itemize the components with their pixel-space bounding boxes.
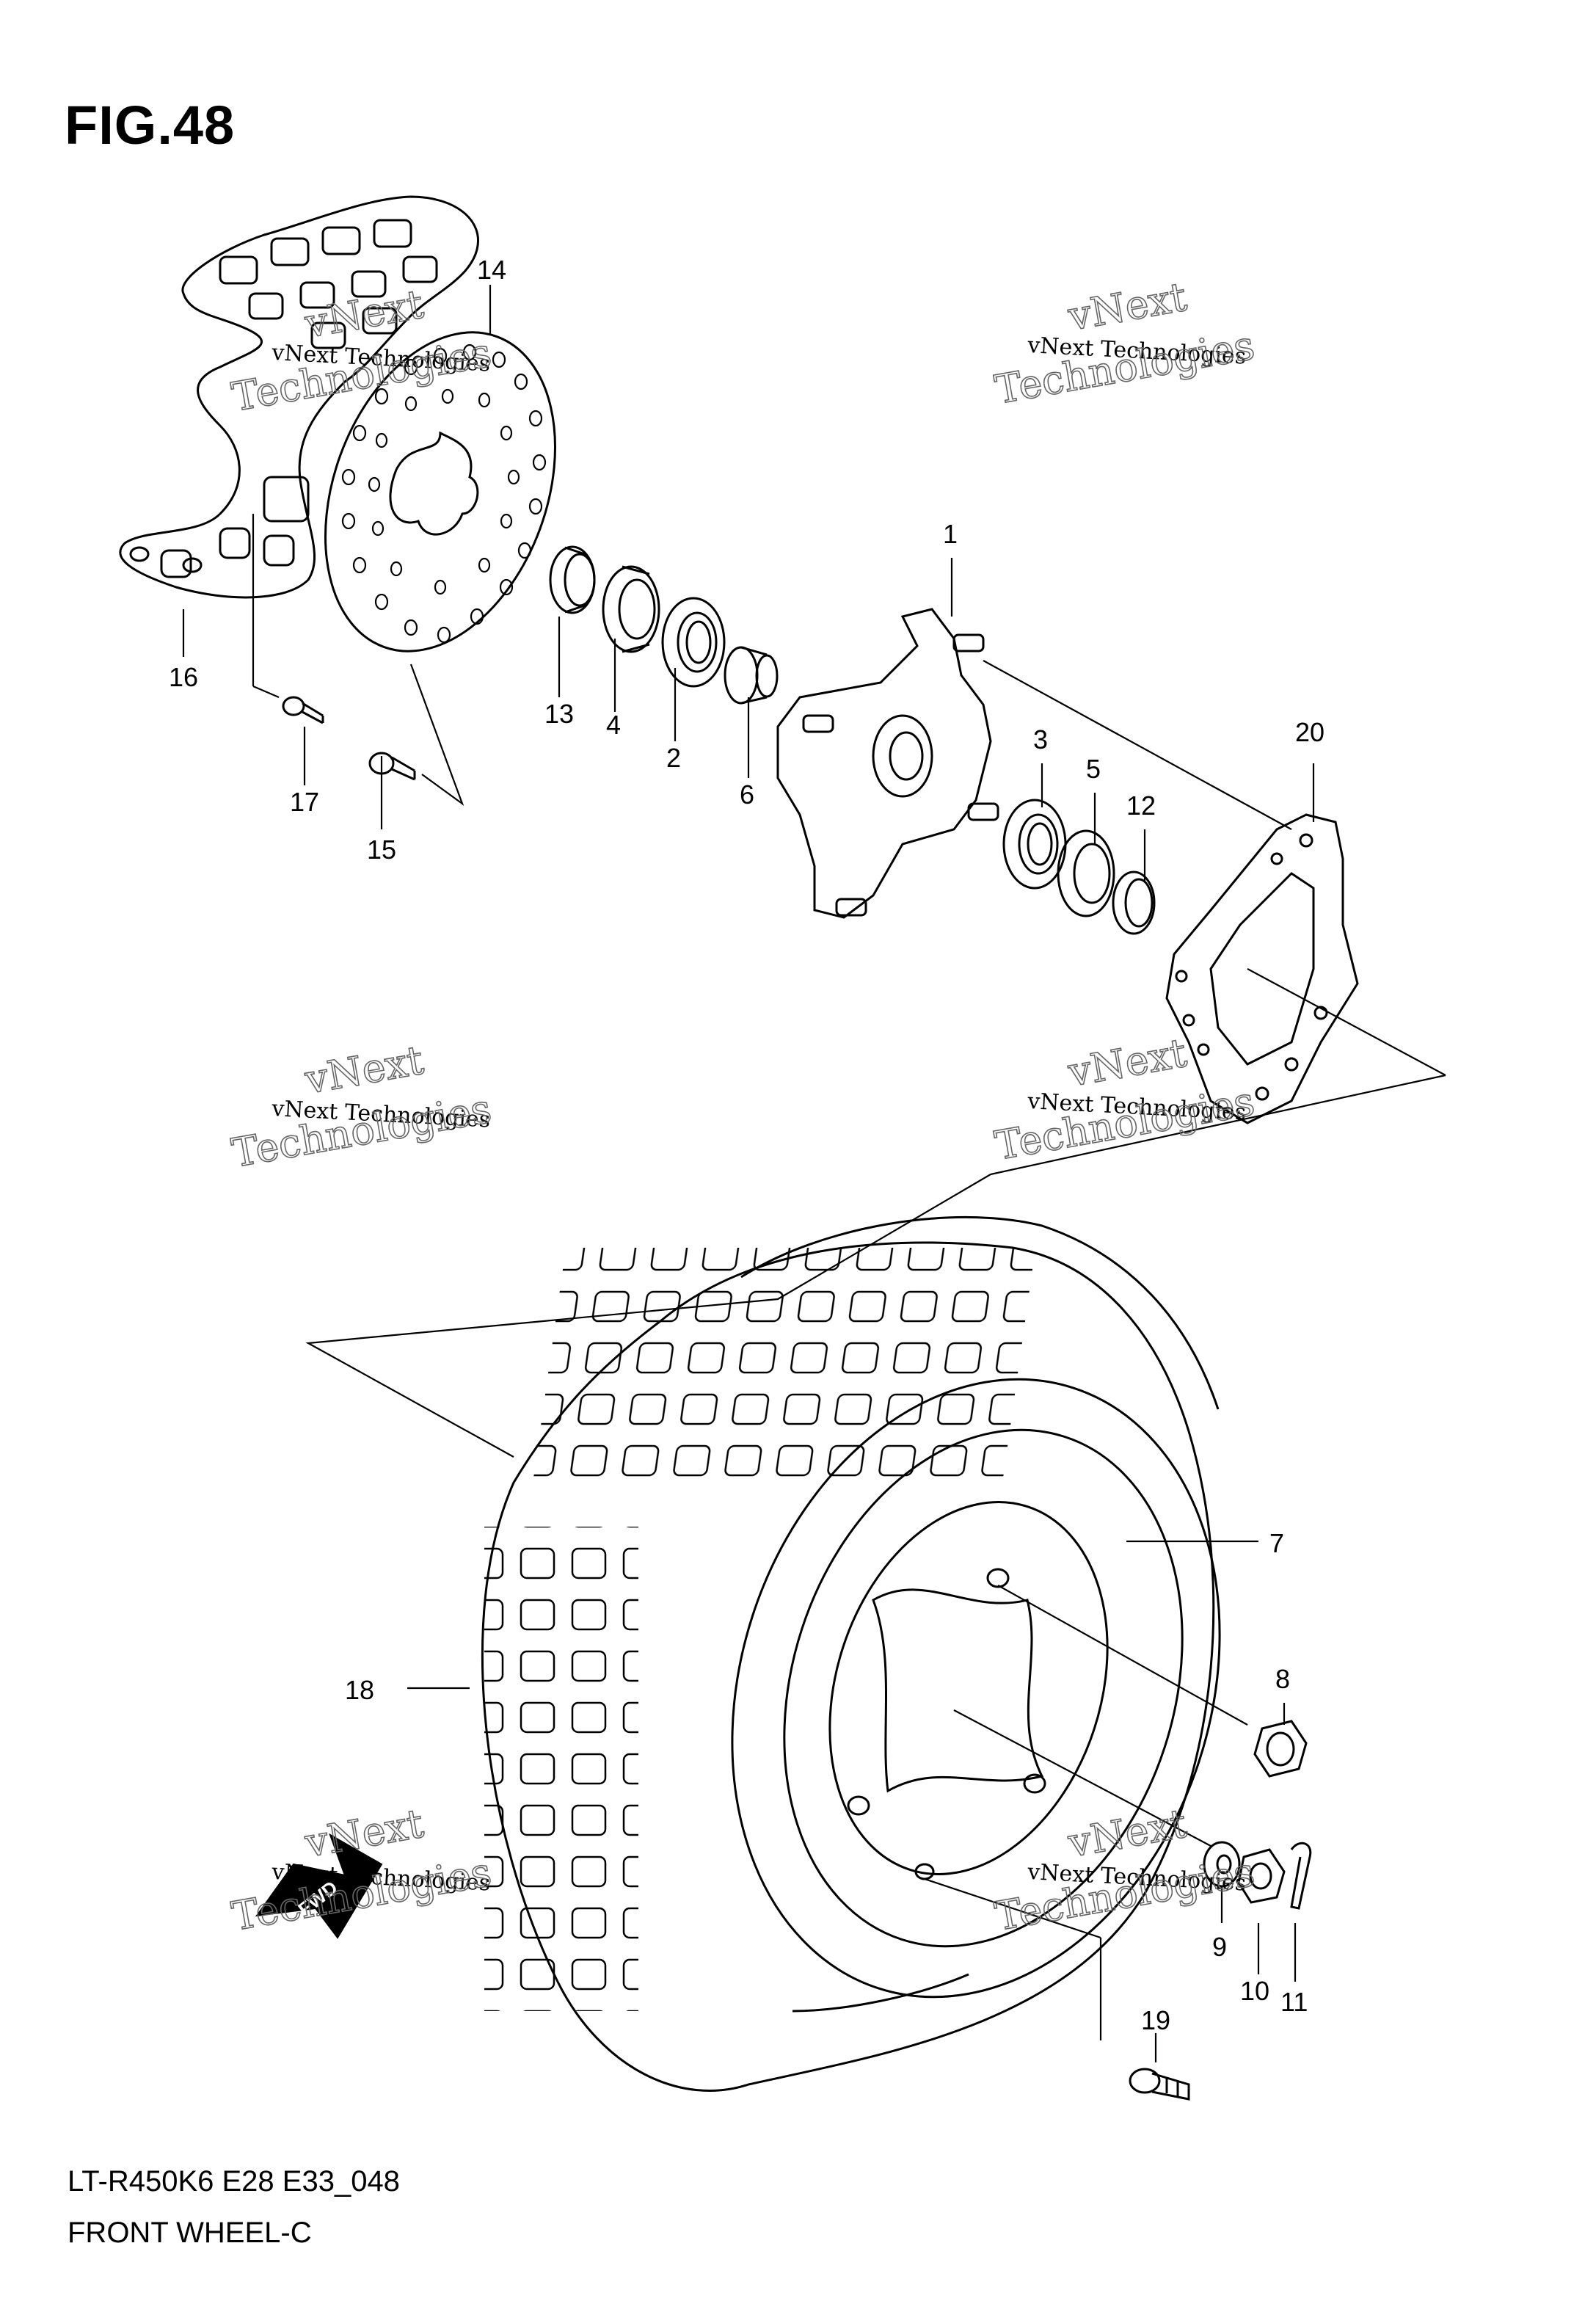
svg-text:vNext: vNext xyxy=(1064,274,1190,340)
leader-lines-lower xyxy=(305,1174,1297,2062)
watermark-middle-right: vNext Technologies vNext Technologies xyxy=(991,1029,1259,1170)
valve-stem-part-19 xyxy=(1129,2068,1190,2101)
svg-text:vNext: vNext xyxy=(1064,1800,1190,1866)
callout-12: 12 xyxy=(1126,790,1156,821)
callout-8: 8 xyxy=(1275,1664,1290,1694)
callout-17: 17 xyxy=(290,787,319,817)
castle-nut-part-10 xyxy=(1237,1848,1286,1904)
spacer-part-13 xyxy=(549,545,596,614)
svg-text:vNext: vNext xyxy=(301,1037,427,1103)
cotter-pin-part-11 xyxy=(1290,1842,1312,1910)
callout-13: 13 xyxy=(544,699,574,729)
watermark-bottom-right: vNext Technologies vNext Technologies xyxy=(991,1800,1259,1941)
callout-6: 6 xyxy=(740,779,754,810)
callout-16: 16 xyxy=(169,662,198,692)
leader-lines-upper xyxy=(182,285,1446,1176)
bearing-part-3 xyxy=(1002,799,1067,890)
forward-direction-arrow-icon: FWD xyxy=(255,1833,383,1939)
callout-2: 2 xyxy=(666,743,681,773)
callout-15: 15 xyxy=(367,835,396,865)
wheel-hub-part-1 xyxy=(776,608,999,919)
model-code-label: LT-R450K6 E28 E33_048 xyxy=(68,2165,400,2198)
oil-seal-part-5 xyxy=(1057,829,1115,917)
callout-19: 19 xyxy=(1141,2005,1170,2035)
callout-11: 11 xyxy=(1280,1987,1308,2017)
bolt-part-15 xyxy=(368,752,416,781)
collar-part-6 xyxy=(724,646,779,705)
callout-7: 7 xyxy=(1269,1528,1284,1558)
bolt-part-17 xyxy=(282,696,324,724)
callout-20: 20 xyxy=(1295,717,1324,747)
callout-1: 1 xyxy=(943,519,958,549)
figure-title: FIG.48 xyxy=(65,95,236,156)
svg-text:vNext: vNext xyxy=(301,281,427,347)
spacer-part-12 xyxy=(1112,870,1156,935)
bearing-part-2 xyxy=(661,597,726,688)
callout-10: 10 xyxy=(1240,1976,1269,2006)
disc-guard-part-16 xyxy=(119,195,479,599)
callout-4: 4 xyxy=(606,710,621,740)
oil-seal-part-4 xyxy=(602,565,660,653)
svg-text:Technologies: Technologies xyxy=(228,1086,495,1177)
rim-part-7 xyxy=(731,1378,1221,1999)
wheel-nut-part-8 xyxy=(1253,1720,1308,1778)
svg-text:vNext: vNext xyxy=(301,1800,427,1866)
washer-part-9 xyxy=(1203,1841,1241,1888)
watermark-middle-left: vNext Technologies vNext Technologies xyxy=(228,1036,496,1177)
watermark-top-right: vNext Technologies vNext Technologies xyxy=(991,273,1259,414)
watermark-bottom-left: vNext Technologies vNext Technologies xyxy=(228,1800,496,1941)
callout-14: 14 xyxy=(477,255,506,285)
svg-text:Technologies: Technologies xyxy=(228,330,495,421)
watermark-top-left: vNext Technologies vNext Technologies xyxy=(228,280,496,421)
callout-5: 5 xyxy=(1086,754,1101,784)
callout-18: 18 xyxy=(345,1675,374,1705)
svg-text:vNext: vNext xyxy=(1064,1030,1190,1096)
guard-plate-part-20 xyxy=(1165,813,1359,1124)
tire-part-18 xyxy=(481,1216,1220,2092)
brake-disc-part-14 xyxy=(324,331,556,652)
section-name-label: FRONT WHEEL-C xyxy=(68,2217,312,2249)
callout-labels: 14 16 17 15 13 4 2 6 1 3 5 12 20 7 8 18 … xyxy=(169,255,1324,2035)
callout-3: 3 xyxy=(1033,724,1048,755)
callout-9: 9 xyxy=(1212,1932,1227,1962)
